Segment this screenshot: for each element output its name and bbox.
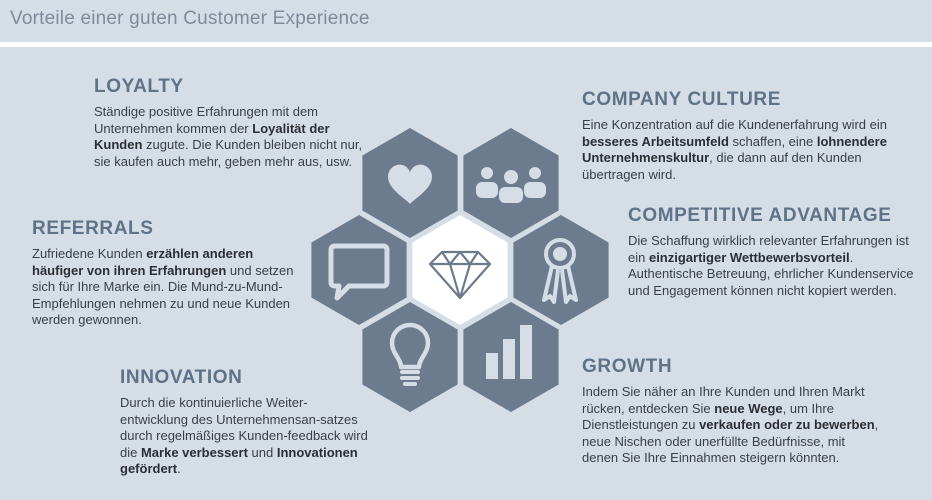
diamond-icon bbox=[428, 250, 492, 300]
section-heading: LOYALTY bbox=[94, 76, 184, 97]
section-heading: COMPANY CULTURE bbox=[582, 89, 781, 110]
section-text: Eine Konzentration auf die Kundenerfahru… bbox=[582, 117, 887, 182]
people-icon bbox=[476, 167, 546, 203]
section-text: Durch die kontinuierliche Weiter-entwick… bbox=[120, 395, 368, 476]
bar-chart-icon bbox=[486, 325, 532, 379]
hex-competitive-advantage bbox=[513, 215, 609, 325]
section-text: Zufriedene Kunden erzählen anderen häufi… bbox=[32, 246, 294, 327]
hex-referrals bbox=[311, 215, 407, 325]
hex-center bbox=[412, 215, 508, 325]
section-growth: GROWTH Indem Sie näher an Ihre Kunden un… bbox=[582, 356, 882, 467]
section-loyalty: LOYALTY Ständige positive Erfahrungen mi… bbox=[94, 76, 364, 170]
award-ribbon-icon bbox=[542, 238, 578, 304]
section-heading: COMPETITIVE ADVANTAGE bbox=[628, 205, 892, 226]
section-heading: INNOVATION bbox=[120, 367, 243, 388]
section-competitive-advantage: COMPETITIVE ADVANTAGE Die Schaffung wirk… bbox=[628, 205, 928, 299]
section-text: Die Schaffung wirklich relevanter Erfahr… bbox=[628, 233, 914, 298]
section-text: Indem Sie näher an Ihre Kunden und Ihren… bbox=[582, 384, 879, 465]
section-innovation: INNOVATION Durch die kontinuierliche Wei… bbox=[120, 367, 375, 478]
title-divider bbox=[0, 42, 932, 47]
lightbulb-icon bbox=[389, 322, 431, 386]
heart-icon bbox=[388, 164, 432, 204]
page-title: Vorteile einer guten Customer Experience bbox=[10, 8, 370, 29]
section-heading: REFERRALS bbox=[32, 218, 154, 239]
section-heading: GROWTH bbox=[582, 356, 673, 377]
hex-innovation bbox=[362, 302, 458, 412]
section-company-culture: COMPANY CULTURE Eine Konzentration auf d… bbox=[582, 89, 902, 183]
speech-bubble-icon bbox=[328, 243, 390, 301]
section-text: Ständige positive Erfahrungen mit dem Un… bbox=[94, 104, 363, 169]
section-referrals: REFERRALS Zufriedene Kunden erzählen and… bbox=[32, 218, 302, 329]
